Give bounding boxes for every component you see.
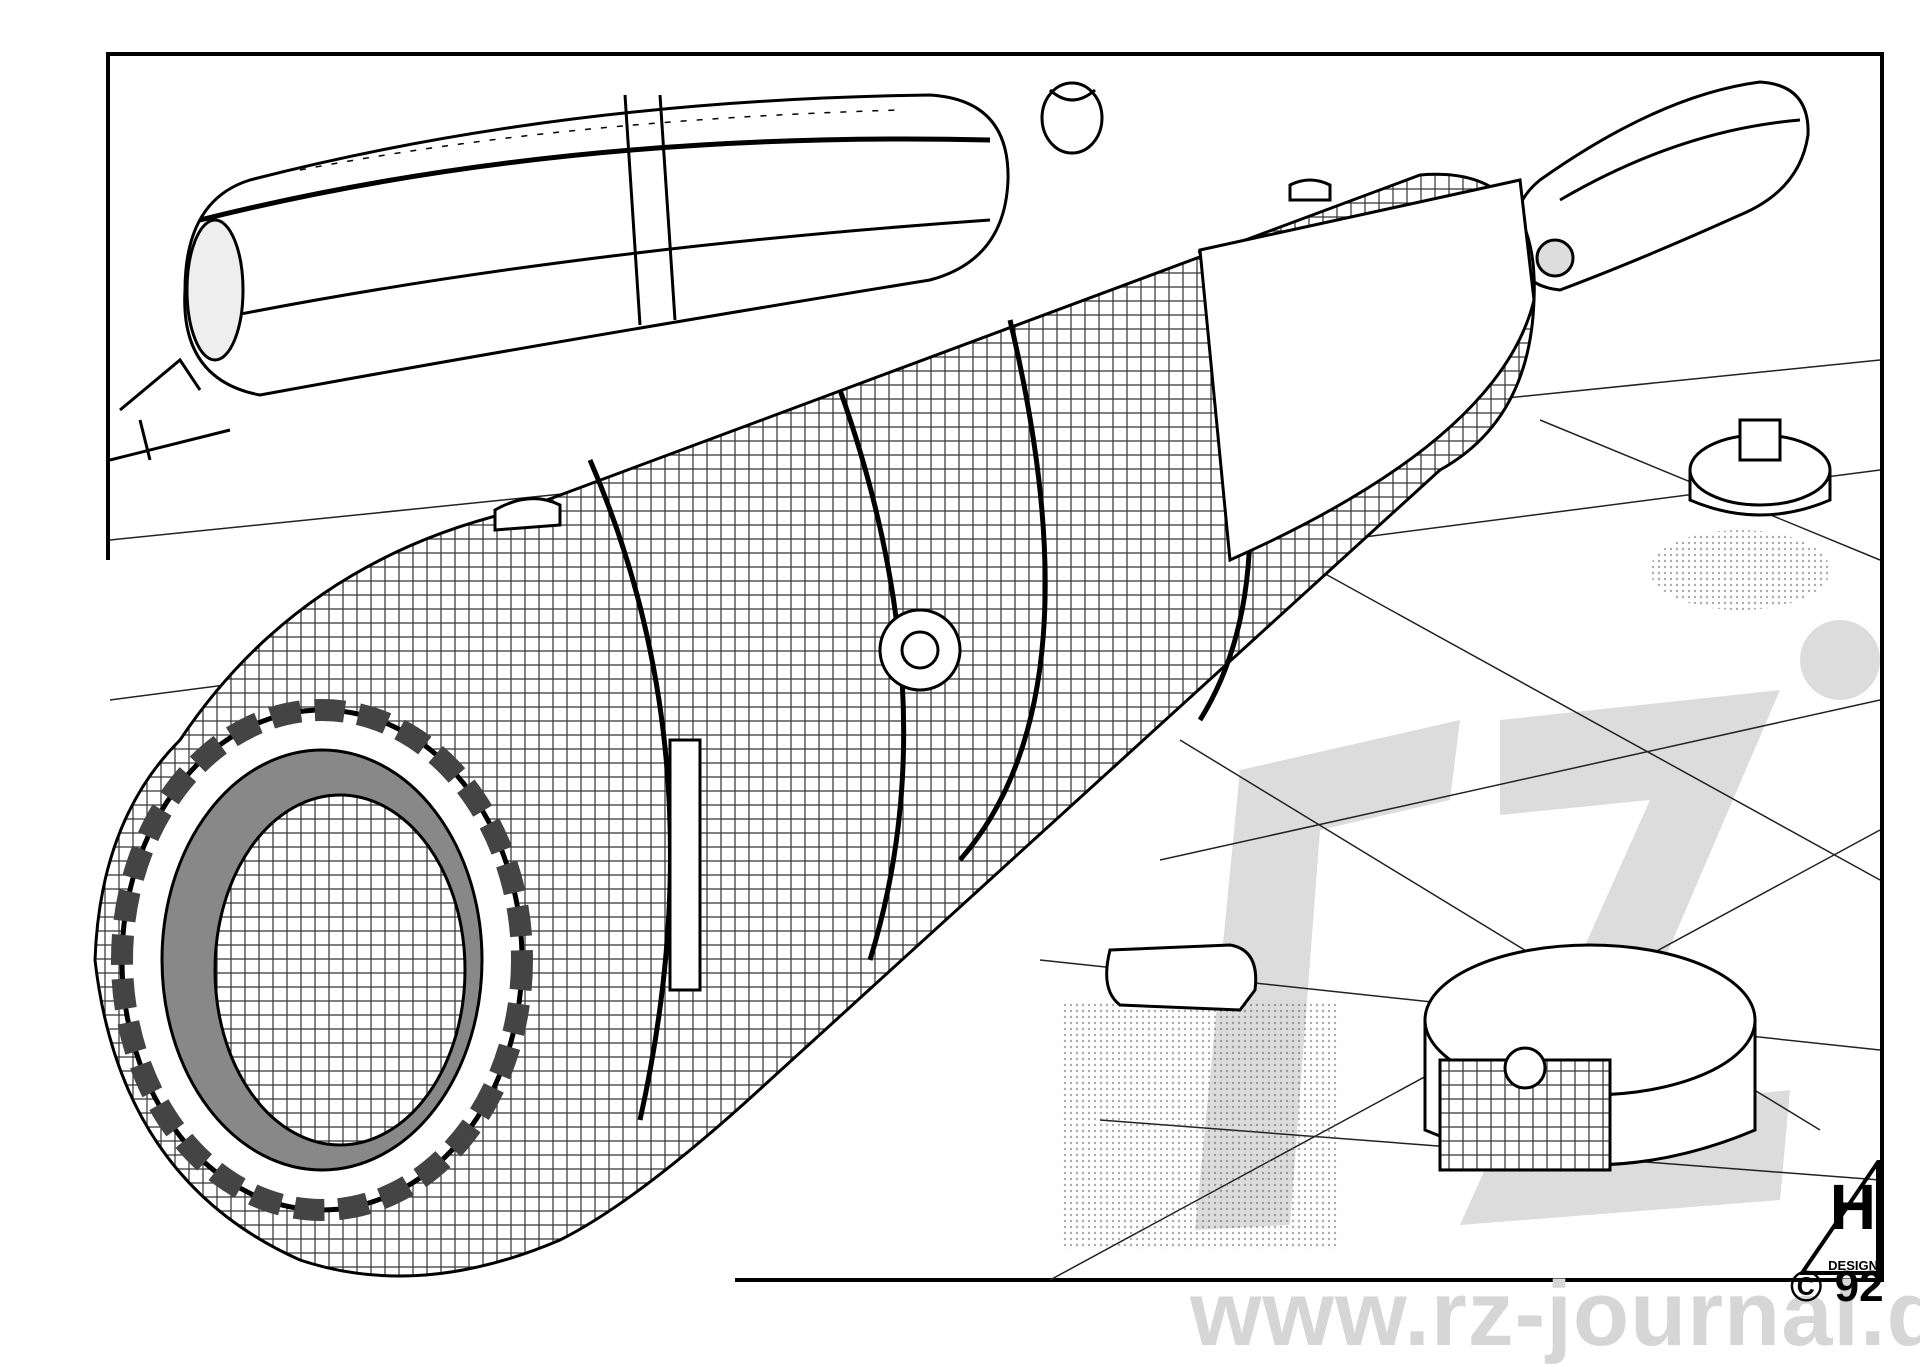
- logo-design-text: DESIGN: [1828, 1258, 1878, 1273]
- small-capsule-module: [1513, 80, 1810, 292]
- main-cutaway-cylinder: [93, 172, 1536, 1278]
- copyright-text: © 92: [1790, 1262, 1884, 1311]
- gantry-structure: [109, 357, 231, 462]
- turret-base: [1688, 418, 1832, 517]
- h-design-logo: H DESIGN: [1800, 1160, 1880, 1275]
- logo-letter: H: [1829, 1171, 1876, 1243]
- cargo-vehicle: [1105, 943, 1258, 1012]
- upper-capsule-module: [183, 93, 1010, 397]
- logo-triangle-icon: [1800, 1160, 1880, 1275]
- watermark-url: www.rz-journal.de: [1190, 1263, 1920, 1365]
- frame-border: [106, 52, 1884, 1282]
- round-hangar-structure: [1423, 943, 1757, 1172]
- floating-pod: [1040, 81, 1104, 155]
